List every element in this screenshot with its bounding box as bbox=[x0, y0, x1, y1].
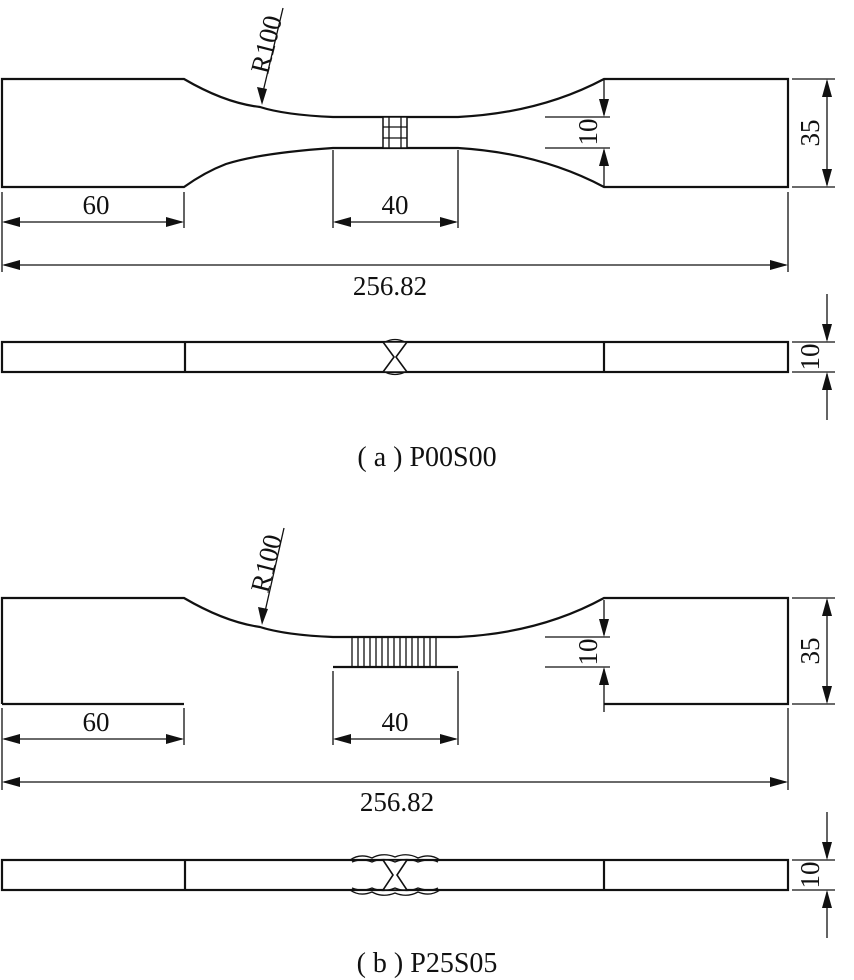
radius-label-b: R100 bbox=[245, 531, 288, 595]
caption-a: ( a ) P00S00 bbox=[357, 442, 496, 473]
side-view-b bbox=[0, 854, 790, 896]
gauge-width-label-b: 10 bbox=[573, 639, 603, 666]
dim-gauge-length-a: 40 bbox=[332, 150, 459, 228]
figure-a: R100 60 40 256.82 bbox=[0, 7, 835, 473]
total-length-label-b: 256.82 bbox=[360, 787, 434, 817]
radius-leader-b: R100 bbox=[245, 527, 288, 625]
weld-marker-a bbox=[382, 116, 408, 149]
dim-thickness-a: 10 bbox=[792, 294, 835, 420]
dim-gauge-length-b: 40 bbox=[332, 671, 459, 745]
weld-marker-b bbox=[333, 637, 458, 669]
weld-bead-a bbox=[381, 341, 409, 373]
plan-view-b bbox=[0, 596, 790, 706]
radius-leader-a: R100 bbox=[245, 7, 288, 105]
total-length-label-a: 256.82 bbox=[353, 271, 427, 301]
figure-b: R100 60 40 256.82 bbox=[0, 527, 835, 979]
dim-total-length-a: 256.82 bbox=[2, 192, 789, 301]
dim-grip-width-a: 35 bbox=[792, 78, 835, 188]
dim-grip-length-b: 60 bbox=[1, 707, 185, 790]
dim-thickness-b: 10 bbox=[792, 812, 835, 938]
thickness-label-a: 10 bbox=[795, 344, 825, 371]
gauge-length-label-a: 40 bbox=[382, 190, 409, 220]
weld-bead-b bbox=[349, 854, 441, 896]
caption-b: ( b ) P25S05 bbox=[357, 948, 498, 979]
grip-width-label-b: 35 bbox=[795, 638, 825, 665]
dim-grip-length-a: 60 bbox=[1, 190, 185, 272]
grip-length-label-b: 60 bbox=[83, 707, 110, 737]
dim-grip-width-b: 35 bbox=[792, 597, 835, 705]
side-view-a bbox=[0, 338, 790, 376]
dim-gauge-width-a: 10 bbox=[545, 80, 610, 186]
gauge-length-label-b: 40 bbox=[382, 707, 409, 737]
dim-gauge-width-b: 10 bbox=[545, 600, 610, 712]
grip-width-label-a: 35 bbox=[795, 120, 825, 147]
gauge-width-label-a: 10 bbox=[573, 119, 603, 146]
dim-total-length-b: 256.82 bbox=[2, 708, 789, 817]
grip-length-label-a: 60 bbox=[83, 190, 110, 220]
thickness-label-b: 10 bbox=[795, 862, 825, 889]
radius-label-a: R100 bbox=[245, 12, 288, 76]
plan-view-a bbox=[0, 77, 790, 189]
